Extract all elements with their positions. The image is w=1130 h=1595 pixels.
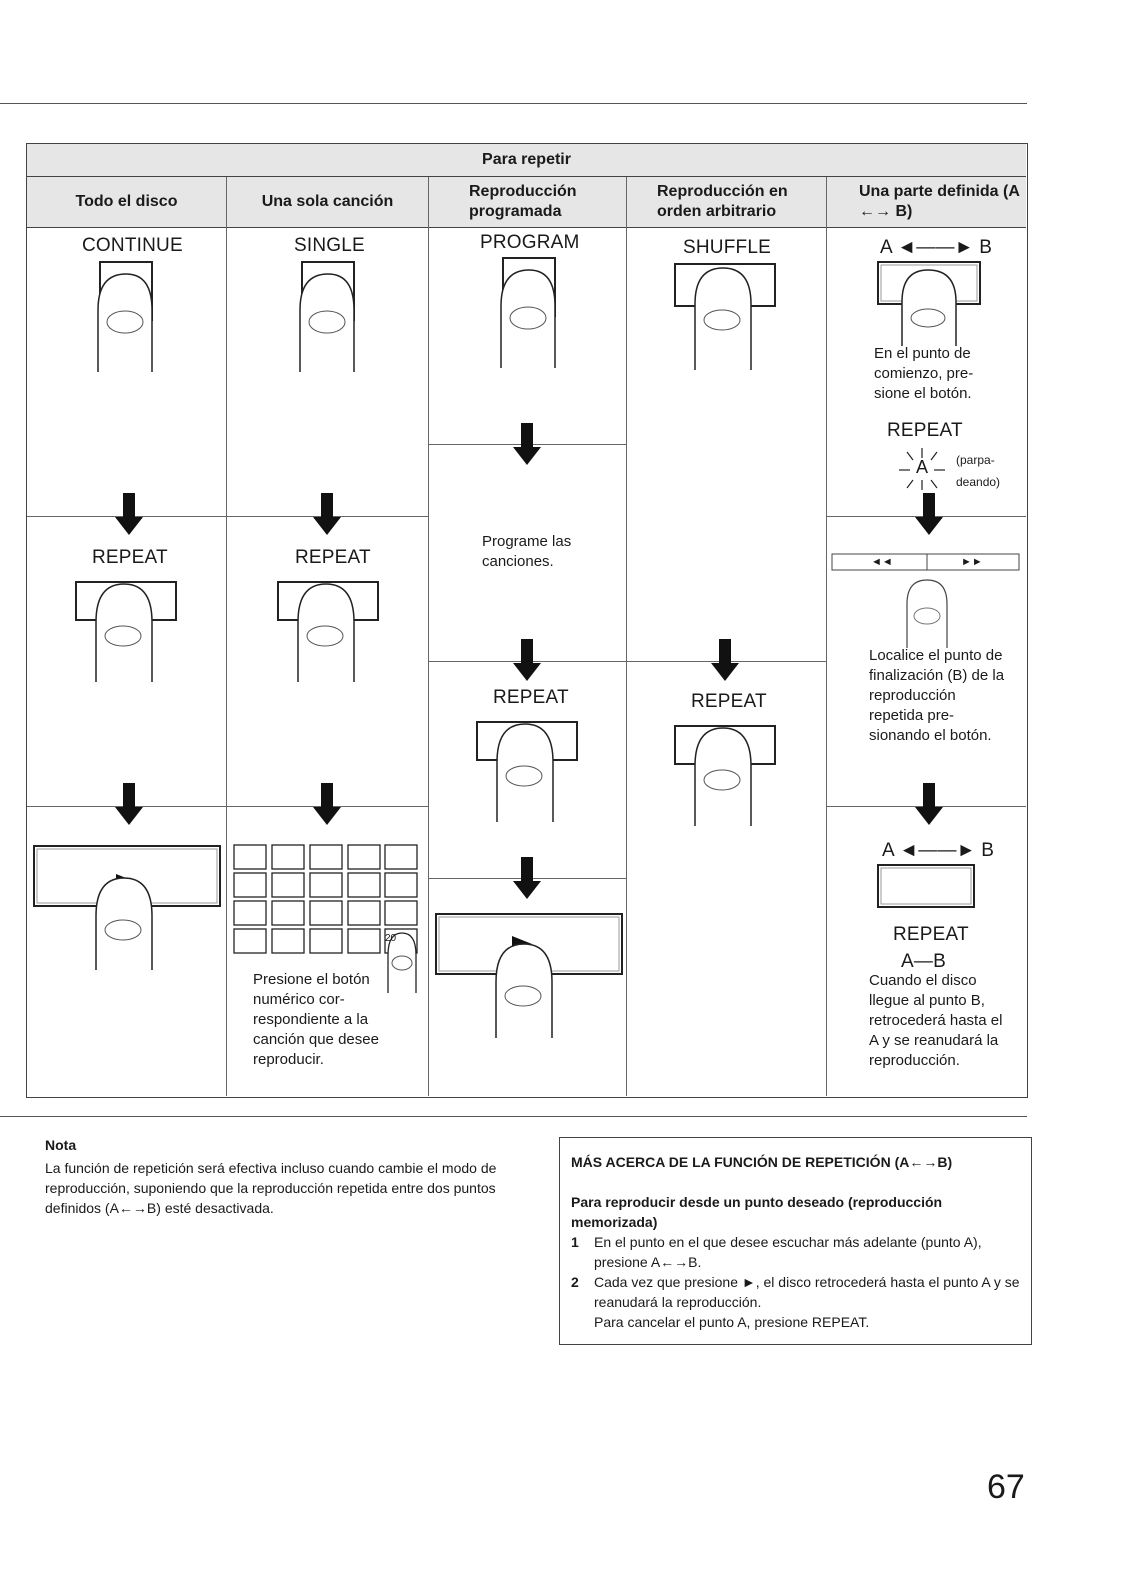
arrow-down-icon — [711, 639, 739, 681]
finger-press-play-icon — [435, 913, 623, 1038]
section-rule — [0, 1116, 1027, 1117]
step-text: En el punto en el que desee escuchar más… — [594, 1234, 982, 1270]
finger-press-continue-icon — [97, 261, 153, 372]
fast-forward-icon: ►► — [961, 556, 983, 568]
arrow-down-icon — [513, 639, 541, 681]
info-box-subtitle: Para reproducir desde un punto deseado (… — [571, 1194, 943, 1230]
note-text: La función de repetición será efectiva i… — [45, 1160, 497, 1216]
key-20-label: 20 — [385, 933, 397, 944]
ab-button-label: A ◄——► B — [880, 237, 993, 258]
arrow-down-icon — [915, 493, 943, 535]
finger-press-repeat-icon — [674, 725, 776, 826]
repeat-label: REPEAT — [92, 547, 168, 568]
arrow-down-icon — [313, 493, 341, 535]
step-text: Cada vez que presione ►, el disco retroc… — [594, 1274, 1020, 1310]
arrow-down-icon — [513, 857, 541, 899]
repeat-label: REPEAT — [887, 420, 963, 441]
finger-press-repeat-icon — [277, 581, 379, 682]
top-rule — [0, 103, 1027, 104]
ab-button-label: A ◄——► B — [882, 840, 995, 861]
finger-press-play-icon — [33, 845, 221, 970]
program-label: PROGRAM — [480, 232, 580, 253]
step-number: 1 — [571, 1234, 579, 1250]
arrow-down-icon — [915, 783, 943, 825]
rewind-icon: ◄◄ — [871, 556, 893, 568]
page-number: 67 — [987, 1468, 1025, 1506]
info-box: MÁS ACERCA DE LA FUNCIÓN DE REPETICIÓN (… — [559, 1137, 1032, 1345]
step-number: 2 — [571, 1274, 579, 1290]
col-header-2: Una sola canción — [227, 177, 428, 227]
col-header-5: Una parte definida (A ←→ B) — [827, 177, 1026, 227]
cancel-text: Para cancelar el punto A, presione REPEA… — [594, 1314, 870, 1330]
col-header-1: Todo el disco — [27, 177, 226, 227]
arrow-down-icon — [513, 423, 541, 465]
arrow-down-icon — [115, 493, 143, 535]
ab-indicator: A—B — [901, 951, 946, 972]
arrow-down-icon — [313, 783, 341, 825]
finger-press-repeat-icon — [75, 581, 177, 682]
repeat-label: REPEAT — [295, 547, 371, 568]
skip-buttons-bar — [831, 553, 1020, 571]
table-frame — [26, 143, 1028, 1098]
repeat-label: REPEAT — [691, 691, 767, 712]
finger-press-repeat-icon — [476, 721, 578, 822]
finger-press-shuffle-icon — [674, 263, 776, 370]
finger-press-program-icon — [500, 257, 556, 368]
info-box-title: MÁS ACERCA DE LA FUNCIÓN DE REPETICIÓN (… — [571, 1154, 953, 1170]
col5-instruction-result: Cuando el disco llegue al punto B, retro… — [869, 972, 1003, 1069]
arrow-down-icon — [115, 783, 143, 825]
col5-instruction-start: En el punto de comienzo, pre-sione el bo… — [874, 345, 974, 402]
col-header-3: Reproducción programada — [429, 177, 626, 227]
note-title: Nota — [45, 1137, 77, 1153]
col5-instruction-end: Localice el punto de finalización (B) de… — [869, 647, 1005, 744]
col-header-4: Reproducción en orden arbitrario — [627, 177, 826, 227]
finger-press-skip-icon — [906, 579, 948, 648]
flashing-indicator-icon — [899, 448, 945, 490]
table-title: Para repetir — [27, 144, 1026, 176]
continue-label: CONTINUE — [82, 235, 183, 256]
numeric-keypad-icon — [233, 844, 418, 993]
shuffle-label: SHUFFLE — [683, 237, 771, 258]
finger-press-ab-icon — [877, 261, 981, 346]
flashing-note: (parpa-deando) — [956, 453, 1001, 489]
repeat-label: REPEAT — [893, 924, 969, 945]
repeat-label: REPEAT — [493, 687, 569, 708]
col2-instruction: Presione el botón numérico cor-respondie… — [253, 971, 379, 1068]
single-label: SINGLE — [294, 235, 365, 256]
flashing-a-letter: A — [916, 457, 929, 477]
col3-instruction: Programe las canciones. — [482, 533, 572, 570]
ab-button-icon — [877, 864, 975, 908]
finger-press-single-icon — [299, 261, 355, 372]
